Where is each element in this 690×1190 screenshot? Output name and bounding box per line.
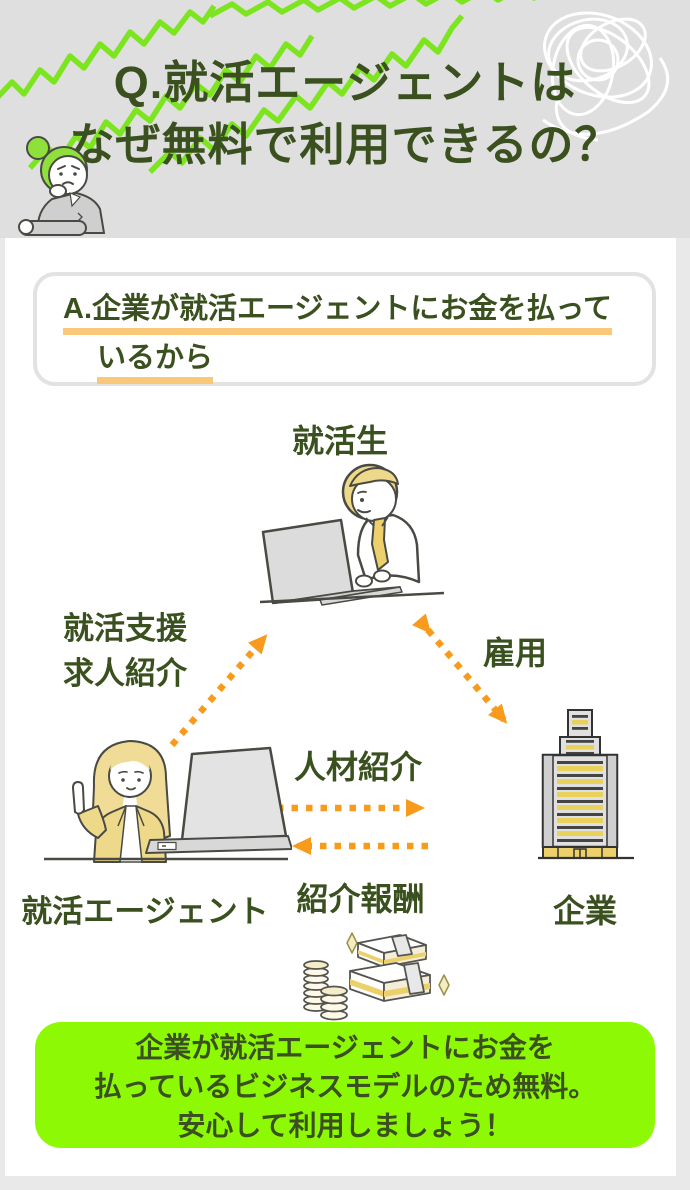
employment-label: 雇用 <box>482 635 547 671</box>
answer-box: A.企業が就活エージェントにお金を払って いるから <box>33 272 656 386</box>
referral-label: 人材紹介 <box>293 749 422 785</box>
agent-illustration <box>44 740 292 863</box>
support-label: 就活支援 求人紹介 <box>55 606 195 696</box>
company-building-illustration <box>538 709 634 860</box>
company-label: 企業 <box>552 893 617 929</box>
title-line-1: Q.就活エージェントは <box>113 57 577 108</box>
white-scribble-doodle-icon <box>542 11 670 142</box>
title-line-2: なぜ無料で利用できるの？ <box>69 119 621 170</box>
student-illustration <box>259 463 445 606</box>
conclusion-line-3: 安心して利用しましょう！ <box>177 1110 513 1141</box>
conclusion-line-2: 払っているビジネスモデルのため無料。 <box>93 1071 597 1102</box>
answer-line-2: いるから <box>97 341 652 384</box>
student-label: 就活生 <box>291 423 388 459</box>
agent-label: 就活エージェント <box>21 894 269 929</box>
answer-line-1: A.企業が就活エージェントにお金を払って <box>63 292 652 335</box>
conclusion-box: 企業が就活エージェントにお金を 払っているビジネスモデルのため無料。 安心して利… <box>35 1022 655 1148</box>
header: Q.就活エージェントは なぜ無料で利用できるの？ <box>0 0 690 238</box>
page-title: Q.就活エージェントは なぜ無料で利用できるの？ <box>0 52 690 176</box>
support-label-line-1: 就活支援 <box>63 611 187 646</box>
support-label-line-2: 求人紹介 <box>63 656 187 691</box>
green-squiggle-doodle-icon <box>0 0 537 174</box>
money-illustration <box>303 932 450 1021</box>
thinking-woman-illustration <box>18 136 106 236</box>
conclusion-line-1: 企業が就活エージェントにお金を <box>135 1032 555 1063</box>
fee-label: 紹介報酬 <box>296 881 425 917</box>
